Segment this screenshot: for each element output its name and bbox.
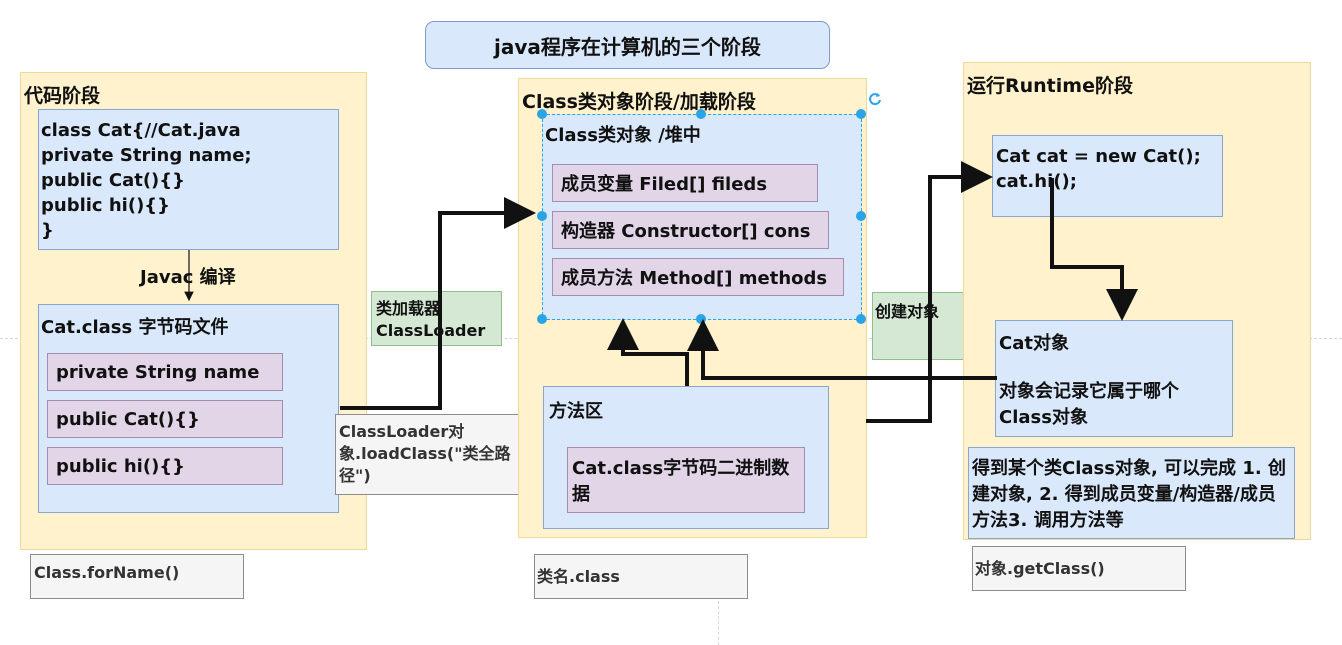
class-literal-hint[interactable]: 类名.class xyxy=(534,554,748,599)
class-file-member[interactable]: private String name xyxy=(47,353,283,391)
heap-class-object-title: Class类对象 /堆中 xyxy=(545,125,701,146)
selection-handle[interactable] xyxy=(537,314,547,324)
cat-object-box[interactable]: Cat对象 对象会记录它属于哪个Class对象 xyxy=(995,320,1233,437)
create-object-label[interactable]: 创建对象 xyxy=(872,292,974,360)
class-object-stage-title: Class类对象阶段/加载阶段 xyxy=(522,91,756,113)
create-object-arrow[interactable] xyxy=(866,161,993,423)
object-to-class-object-arrow[interactable] xyxy=(687,319,997,380)
class-file-member[interactable]: public Cat(){} xyxy=(47,400,283,438)
class-object-member[interactable]: 成员变量 Filed[] fileds xyxy=(552,164,818,202)
cat-object-desc: 对象会记录它属于哪个Class对象 xyxy=(999,381,1179,428)
runtime-code-box[interactable]: Cat cat = new Cat(); cat.hi(); xyxy=(992,135,1223,217)
source-line: public Cat(){} xyxy=(41,170,185,191)
source-line: public hi(){} xyxy=(41,195,170,216)
selection-handle[interactable] xyxy=(537,211,547,221)
code-stage-title: 代码阶段 xyxy=(24,85,101,107)
source-code-box[interactable]: class Cat{//Cat.java private String name… xyxy=(38,109,339,250)
new-cat-to-object-arrow[interactable] xyxy=(1050,178,1138,321)
get-class-hint[interactable]: 对象.getClass() xyxy=(972,546,1186,591)
bytecode-data-box[interactable]: Cat.class字节码二进制数据 xyxy=(567,447,805,513)
class-file-member[interactable]: public hi(){} xyxy=(47,447,283,485)
class-object-member[interactable]: 构造器 Constructor[] cons xyxy=(552,211,829,249)
source-line: class Cat{//Cat.java xyxy=(41,120,241,141)
runtime-stage-title: 运行Runtime阶段 xyxy=(967,75,1133,97)
diagram-title: java程序在计算机的三个阶段 xyxy=(425,21,830,69)
selection-handle[interactable] xyxy=(856,109,866,119)
runtime-code-line: Cat cat = new Cat(); xyxy=(996,146,1201,167)
selection-handle[interactable] xyxy=(696,109,706,119)
cat-object-title: Cat对象 xyxy=(999,333,1069,354)
method-area-title: 方法区 xyxy=(549,401,603,422)
compile-label: Javac 编译 xyxy=(140,267,236,288)
classloader-label[interactable]: 类加载器 ClassLoader xyxy=(371,291,502,346)
page-guide-vertical xyxy=(718,560,719,645)
selection-handle[interactable] xyxy=(856,211,866,221)
selection-handle[interactable] xyxy=(856,314,866,324)
selection-handle[interactable] xyxy=(537,109,547,119)
rotate-icon[interactable] xyxy=(868,91,882,106)
class-object-member[interactable]: 成员方法 Method[] methods xyxy=(552,258,844,296)
load-class-arrow[interactable] xyxy=(340,197,536,410)
class-file-title: Cat.class 字节码文件 xyxy=(41,317,229,338)
method-area-to-class-object-arrow[interactable] xyxy=(607,318,689,386)
class-object-usage-note[interactable]: 得到某个类Class对象, 可以完成 1. 创建对象, 2. 得到成员变量/构造… xyxy=(968,447,1295,539)
runtime-code-line: cat.hi(); xyxy=(996,171,1077,192)
source-line: } xyxy=(41,220,54,241)
for-name-hint[interactable]: Class.forName() xyxy=(30,554,244,599)
loadclass-label[interactable]: ClassLoader对象.loadClass("类全路径") xyxy=(335,414,541,495)
source-line: private String name; xyxy=(41,145,252,166)
